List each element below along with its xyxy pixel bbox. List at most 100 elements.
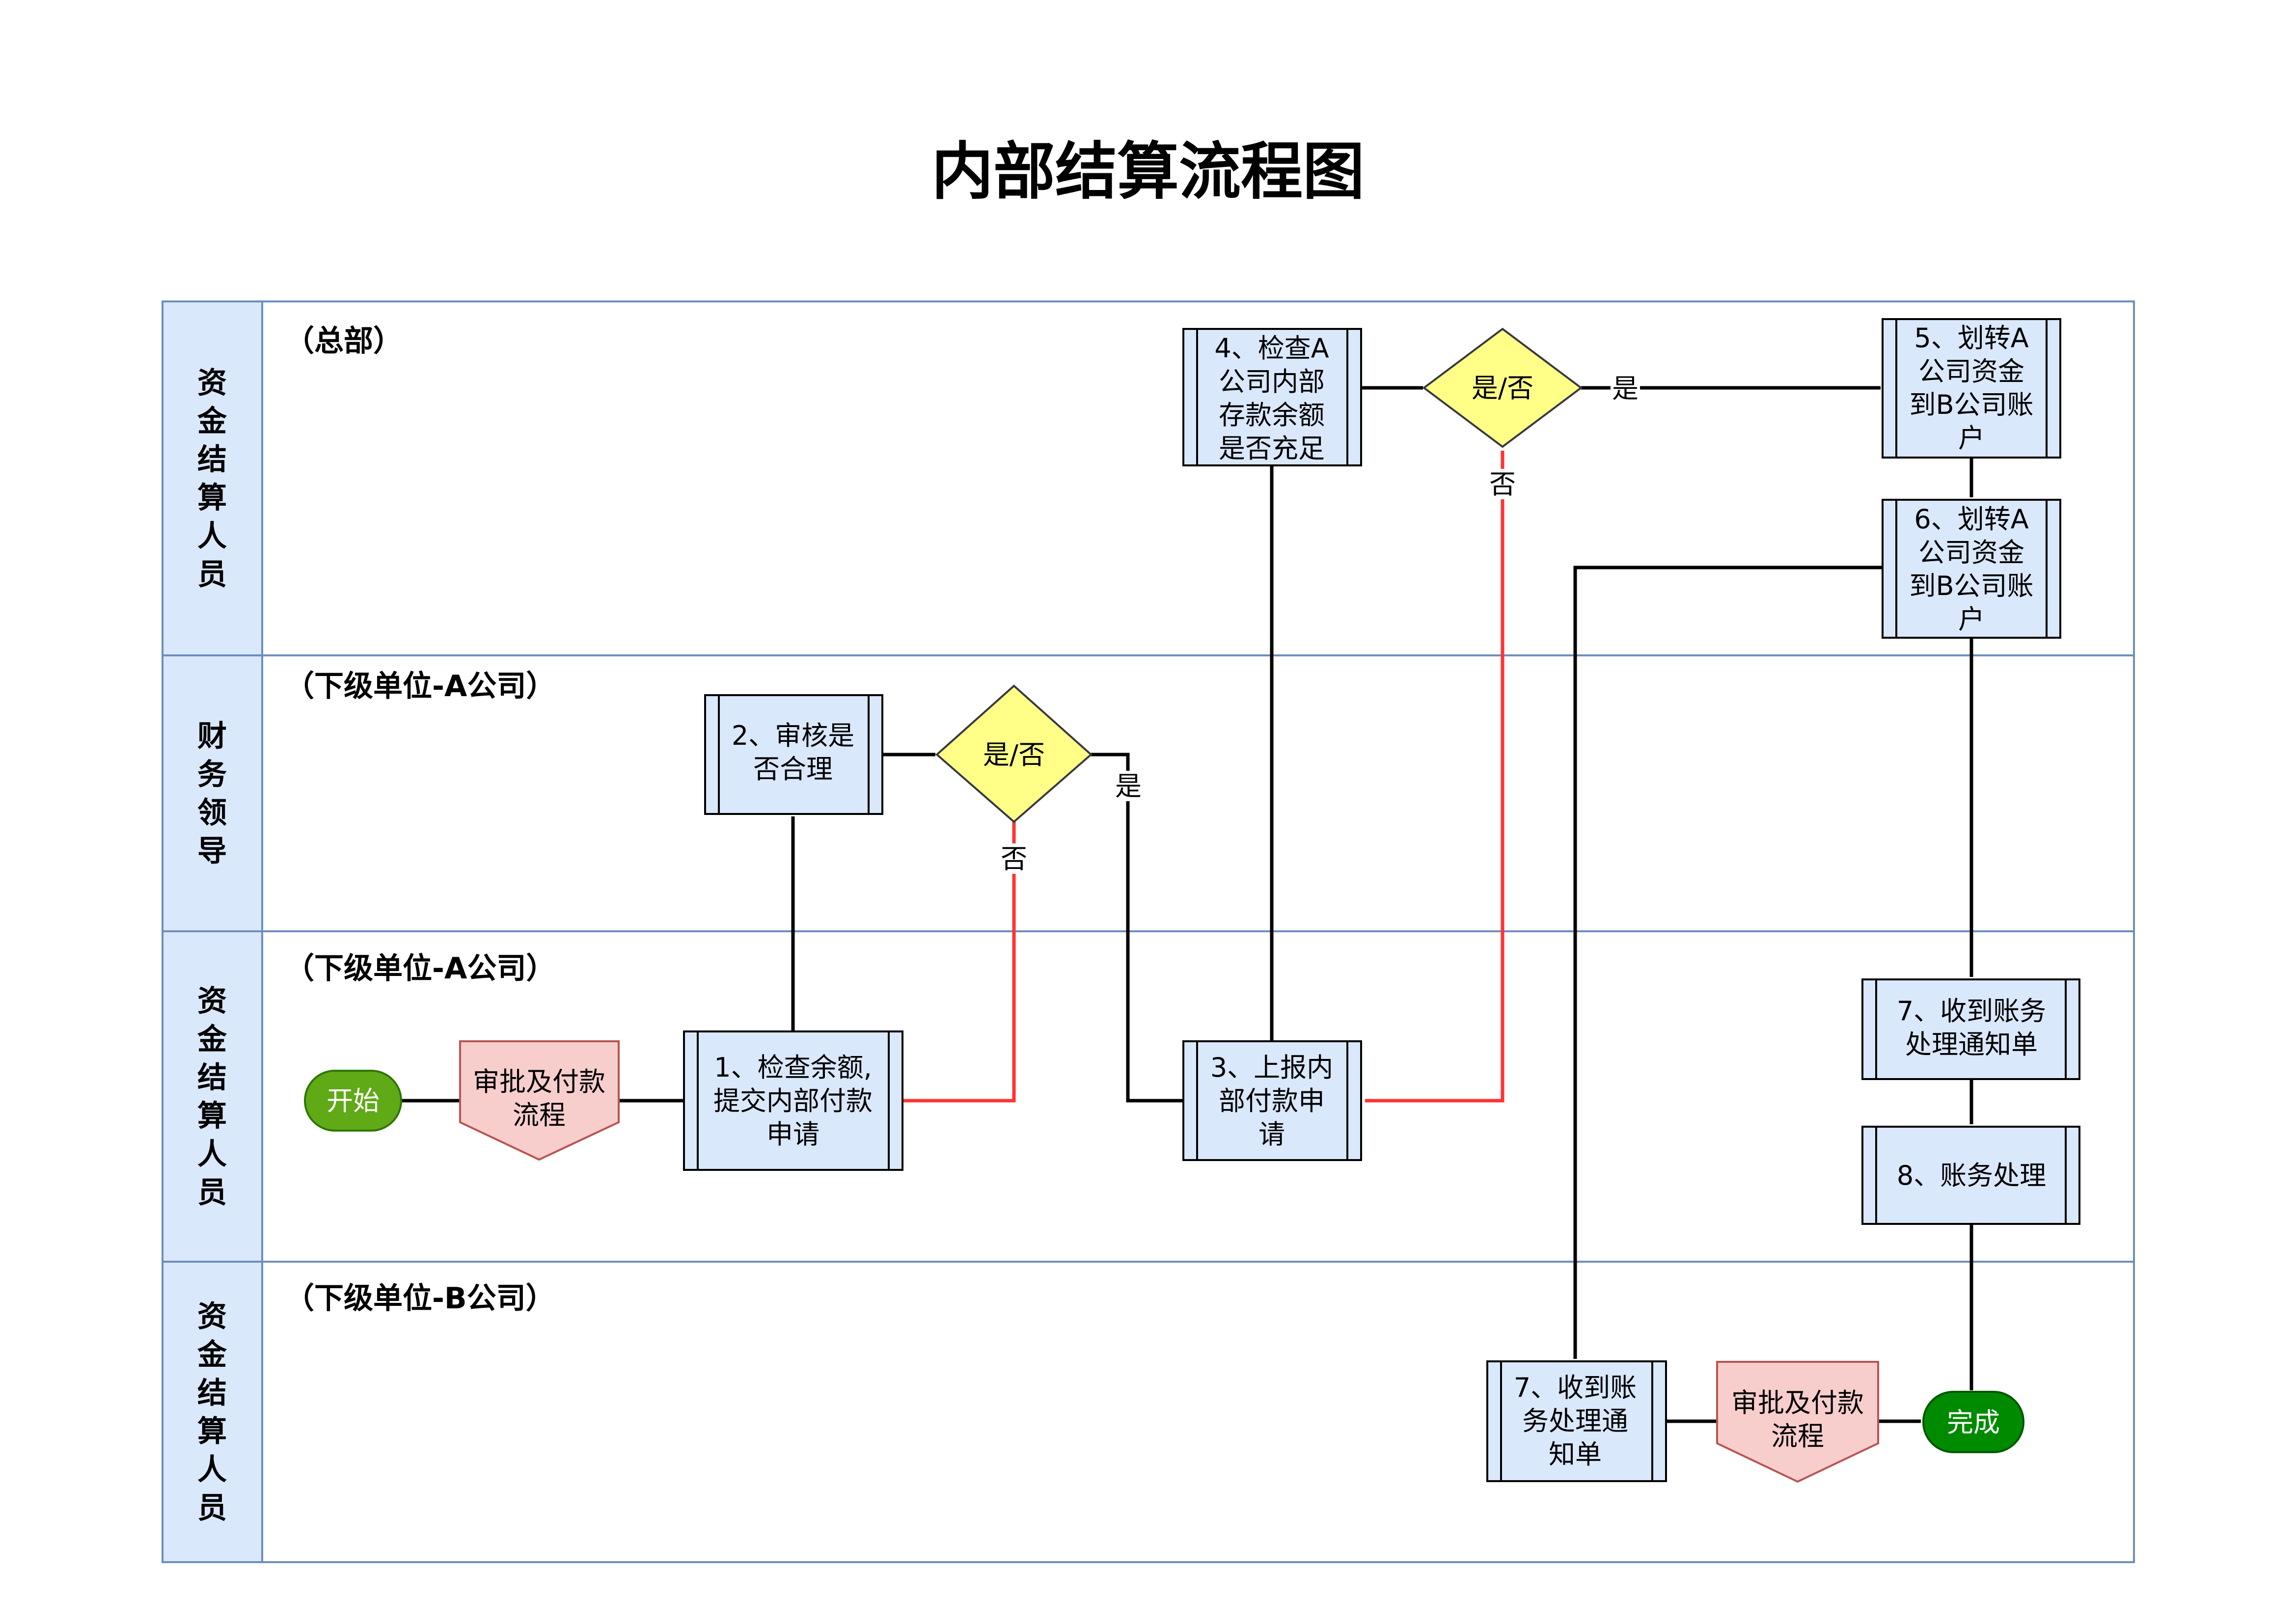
lane-label-char: 人 [197,1137,227,1172]
node-text-line: 提交内部付款 [713,1085,873,1116]
node-text-line: 2、审核是 [732,720,854,751]
process-7-receive-notice-b[interactable]: 7、收到账务处理通知单 [1486,1360,1667,1482]
node-text-line: 流程 [1771,1421,1824,1452]
lane-dept-a-settlement: （下级单位-A公司） [285,951,555,986]
lane-label-char: 结 [197,443,227,477]
node-text-line: 否合理 [753,754,833,785]
start-node[interactable]: 开始 [304,1070,402,1132]
lane-label-char: 资 [197,984,227,1019]
approve-payment-b-node[interactable]: 审批及付款流程 [1716,1361,1879,1483]
process-1-label: 1、检查余额,提交内部付款申请 [713,1052,873,1150]
lane-dept-hq: （总部） [285,324,403,358]
edge-label-d2-yes: 是 [1611,373,1640,404]
node-text-line: 务处理通 [1522,1406,1628,1436]
node-text-line: 请 [1258,1119,1285,1150]
edges [401,386,1973,1423]
process-7-receive-notice-a[interactable]: 7、收到账务处理通知单 [1861,978,2080,1080]
node-text-line: 户 [1958,604,1985,635]
process-8-accounting[interactable]: 8、账务处理 [1861,1126,2080,1225]
lane-header-a-settlement: 资金结算人员 [197,984,227,1210]
lane-label-char: 导 [197,834,227,868]
node-text-line: 4、检查A [1214,333,1329,364]
edge-d1-yes-to-p3 [1091,753,1183,1103]
process-1-check-balance[interactable]: 1、检查余额,提交内部付款申请 [683,1030,903,1171]
node-text-line: 3、上报内 [1210,1052,1333,1083]
node-text-line: 审批及付款 [1731,1387,1864,1418]
lane-label-char: 员 [197,1176,227,1210]
approve-a-label: 审批及付款流程 [473,1066,605,1131]
edge-p6-to-p7b [1573,566,1883,1359]
edge-d2-no-to-p3 [1365,451,1504,1103]
lane-label-char: 金 [197,405,227,439]
lane-label-char: 员 [197,1491,227,1525]
node-text-line: 部付款申 [1219,1085,1325,1116]
process-3-report-request[interactable]: 3、上报内部付款申请 [1182,1040,1362,1161]
node-text-line: 7、收到账务 [1897,996,2046,1027]
process-7b-label: 7、收到账务处理通知单 [1514,1372,1637,1470]
node-text-line: 审批及付款 [473,1066,605,1097]
edge-label-d1-no: 否 [999,843,1029,874]
end-label: 完成 [1947,1407,2000,1438]
node-text-line: 到B公司账 [1909,389,2033,420]
lane-label-char: 金 [197,1023,227,1057]
lane-label: 财务领导 [197,719,227,868]
edge-d1-no-to-p1 [902,821,1016,1103]
approve-payment-a-node[interactable]: 审批及付款流程 [459,1040,620,1161]
swimlane-frame [162,300,2135,1563]
node-text-line: 7、收到账 [1514,1372,1637,1403]
start-label: 开始 [327,1085,380,1116]
lane-label-char: 结 [197,1061,227,1095]
node-text-line: 公司资金 [1918,356,2024,387]
node-text-line: 1、检查余额, [714,1052,872,1083]
lane-label: 资金结算人员 [197,1299,227,1525]
approve-b-label: 审批及付款流程 [1731,1387,1864,1452]
node-text-line: 到B公司账 [1909,570,2033,601]
lane-label-char: 资 [197,1299,227,1334]
decision-1-reasonable[interactable]: 是/否 [935,684,1093,823]
lane-label-char: 资 [197,366,227,401]
svg-text:是: 是 [1115,771,1142,802]
lane-label-char: 算 [197,481,227,515]
lane-label-char: 员 [197,558,227,592]
lane-label-char: 人 [197,519,227,554]
process-7a-label: 7、收到账务处理通知单 [1897,996,2046,1060]
lane-label: 资金结算人员 [197,984,227,1210]
edge-label-d1-yes: 是 [1114,771,1143,802]
decision-2-label: 是/否 [1472,373,1533,404]
lane-dept-b-settlement: （下级单位-B公司） [285,1281,555,1316]
process-2-review[interactable]: 2、审核是否合理 [704,694,883,815]
node-text-line: 6、划转A [1914,504,2028,535]
lane-label-char: 算 [197,1099,227,1134]
node-text-line: 是否充足 [1219,433,1325,464]
node-text-line: 户 [1958,423,1985,454]
edge-label-d2-no: 否 [1488,469,1517,500]
node-text-line: 处理通知单 [1905,1029,2038,1060]
end-node[interactable]: 完成 [1922,1391,2024,1453]
lane-label-char: 结 [197,1376,227,1410]
lane-label-char: 人 [197,1453,227,1487]
decision-2-sufficient[interactable]: 是/否 [1422,327,1583,448]
decision-1-label: 是/否 [983,739,1045,770]
svg-text:是: 是 [1612,373,1639,404]
lane-header-b-settlement: 资金结算人员 [197,1299,227,1525]
lane-label-char: 财 [197,719,227,754]
page-title: 内部结算流程图 [931,135,1365,208]
svg-text:否: 否 [1001,843,1027,874]
node-text-line: 流程 [513,1100,566,1131]
lane-label-char: 算 [197,1414,227,1449]
node-text-line: 公司资金 [1918,537,2024,568]
lane-label-char: 务 [197,758,227,792]
lane-header-a-finance-leader: 财务领导 [197,719,227,868]
process-2-label: 2、审核是否合理 [732,720,854,785]
lane-header-hq-settlement: 资金结算人员 [197,366,227,592]
lane-label-char: 金 [197,1338,227,1372]
process-3-label: 3、上报内部付款申请 [1210,1052,1333,1150]
lane-label: 资金结算人员 [197,366,227,592]
lane-dept-a-leader: （下级单位-A公司） [285,669,555,704]
